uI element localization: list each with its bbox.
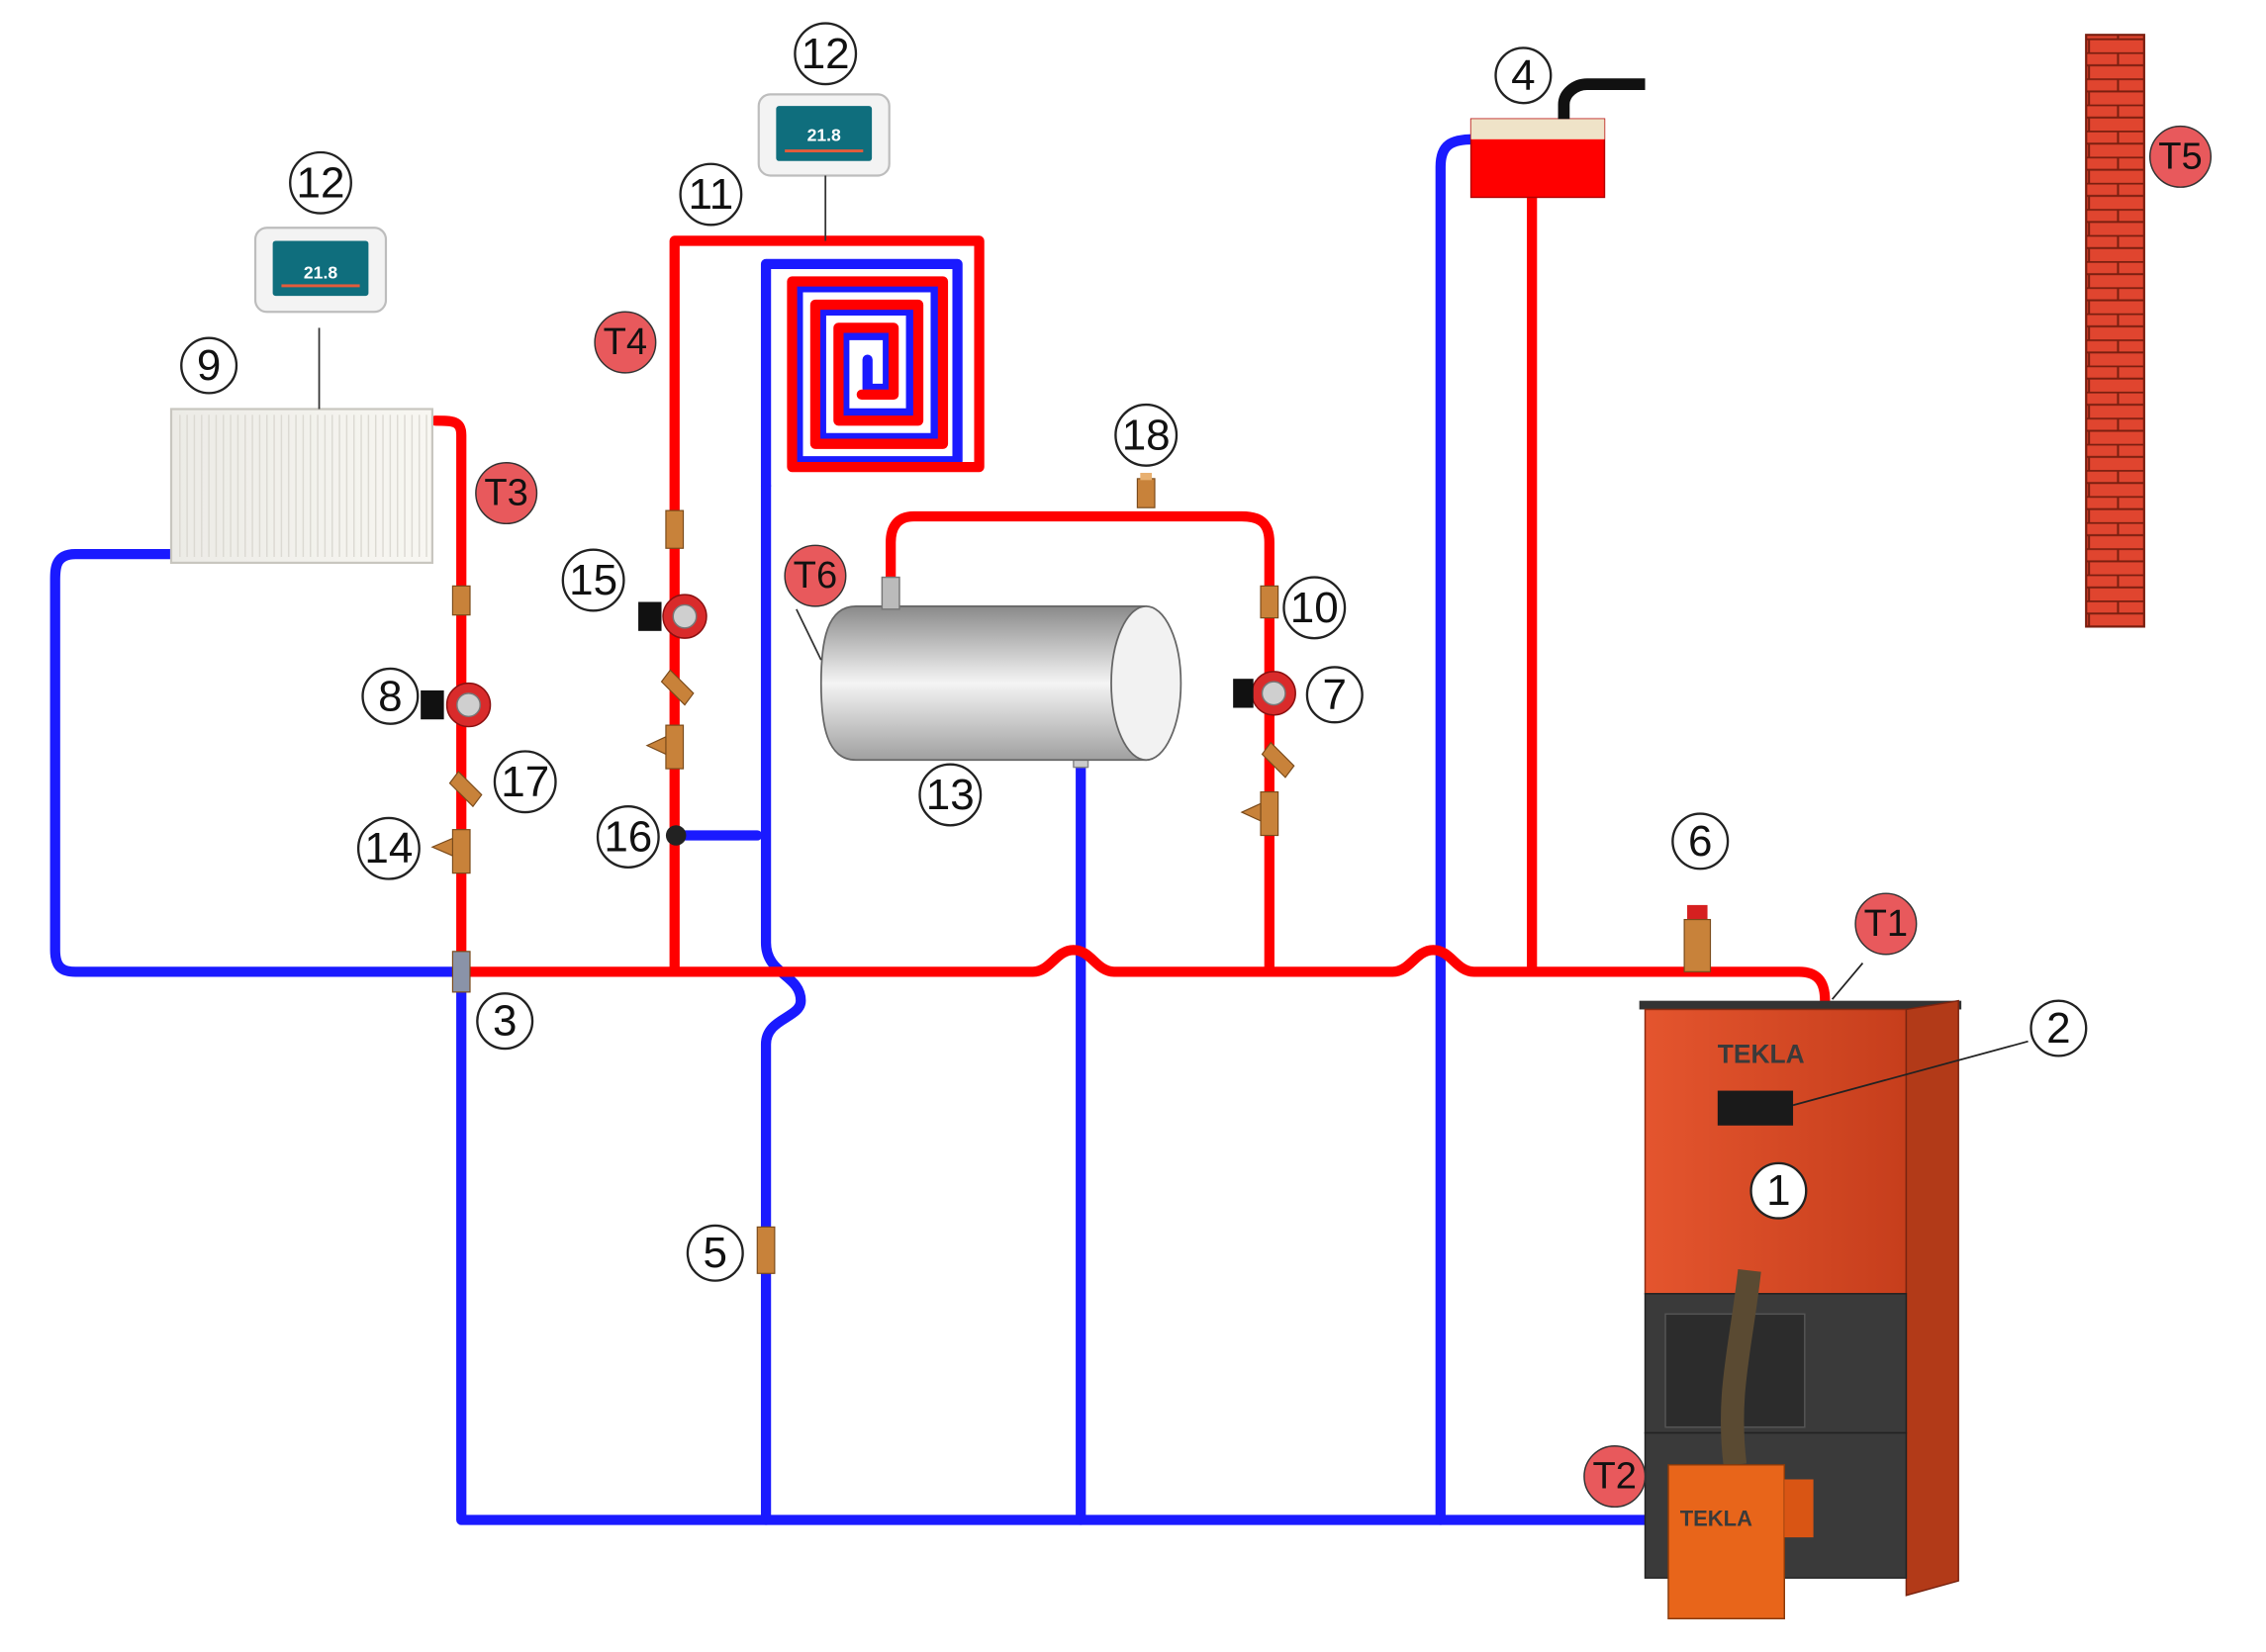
boiler-brand: TEKLA: [1718, 1040, 1805, 1069]
mixing-valve-3: [451, 951, 471, 993]
coupling-radiator-lower: [451, 829, 471, 874]
label-2: 2: [2030, 999, 2088, 1057]
thermostat-reading-a: 21.8: [304, 263, 337, 283]
svg-text:7: 7: [1323, 671, 1347, 719]
valve-icon: [645, 735, 667, 756]
hot-supply-main: [429, 192, 1831, 1006]
safety-valve-icon: [1683, 904, 1712, 972]
svg-text:2: 2: [2046, 1004, 2070, 1053]
callout-labels: 1 2 3 4 5 6 7 8 9 10 11 12 12 13 14 15 1…: [180, 22, 2213, 1509]
svg-text:T4: T4: [604, 321, 647, 363]
svg-text:5: 5: [704, 1229, 727, 1277]
valve-icon: [430, 837, 453, 857]
label-10: 10: [1282, 576, 1347, 640]
label-7: 7: [1305, 666, 1364, 724]
svg-text:15: 15: [569, 556, 617, 604]
label-12a: 12: [289, 150, 352, 215]
svg-text:4: 4: [1511, 51, 1535, 100]
sensor-t6: T6: [784, 544, 847, 607]
coupling-tank-lower: [1260, 790, 1279, 837]
sensor-t2: T2: [1583, 1445, 1647, 1509]
coupling-tank: [1260, 585, 1279, 619]
air-vent-icon: [1136, 473, 1156, 508]
svg-text:10: 10: [1290, 584, 1339, 632]
svg-text:18: 18: [1122, 411, 1171, 459]
label-9: 9: [180, 336, 238, 395]
svg-text:T2: T2: [1592, 1456, 1636, 1498]
pipe-network: [49, 134, 1831, 1525]
svg-text:T6: T6: [794, 555, 837, 597]
sensor-t3: T3: [475, 462, 538, 525]
label-4: 4: [1494, 46, 1553, 105]
svg-text:3: 3: [493, 997, 517, 1046]
room-thermostat-a: 21.8: [253, 227, 388, 314]
label-17: 17: [493, 750, 557, 814]
coupling-radiator: [451, 585, 471, 616]
filter-icon: [660, 669, 695, 706]
pump-icon: [1233, 671, 1296, 716]
filter-icon: [448, 771, 483, 808]
burner-brand: TEKLA: [1680, 1506, 1752, 1530]
pump-icon: [638, 594, 708, 639]
room-thermostat-b: 21.8: [757, 93, 891, 241]
storage-tank-icon: [796, 576, 1182, 762]
sensor-t5: T5: [2148, 125, 2213, 188]
label-11: 11: [679, 162, 743, 227]
svg-text:14: 14: [364, 824, 413, 872]
svg-text:T5: T5: [2158, 136, 2202, 177]
brick-wall-icon: [2085, 34, 2145, 628]
label-14: 14: [356, 816, 421, 880]
label-16: 16: [596, 805, 660, 869]
label-1: 1: [1749, 1161, 1808, 1220]
svg-text:9: 9: [197, 341, 221, 390]
coupling-floor-lower: [665, 724, 685, 770]
filter-icon: [1261, 741, 1295, 779]
fittings: [421, 473, 1712, 1274]
thermostat-reading-b: 21.8: [807, 125, 841, 144]
label-3: 3: [476, 992, 534, 1051]
pump-icon: [421, 682, 492, 728]
coupling-floor: [665, 509, 685, 549]
svg-text:11: 11: [689, 170, 734, 219]
boiler-icon: TEKLA TEKLA: [1639, 962, 2029, 1619]
check-valve-5: [756, 1226, 776, 1274]
svg-text:16: 16: [604, 812, 652, 861]
cold-return-main: [49, 134, 1668, 1525]
svg-text:17: 17: [501, 758, 549, 806]
radiator-icon: [169, 327, 433, 565]
valve-16-icon: [665, 825, 687, 846]
label-18: 18: [1114, 403, 1179, 467]
svg-text:12: 12: [297, 158, 345, 207]
label-5: 5: [686, 1224, 744, 1282]
svg-text:12: 12: [802, 30, 850, 78]
label-8: 8: [361, 667, 420, 725]
svg-text:T3: T3: [484, 473, 527, 514]
svg-text:T1: T1: [1864, 903, 1908, 945]
label-12b: 12: [794, 22, 858, 86]
svg-text:6: 6: [1688, 817, 1712, 866]
svg-text:8: 8: [378, 672, 402, 720]
sensor-t4: T4: [594, 311, 657, 374]
label-13: 13: [918, 763, 983, 827]
label-15: 15: [561, 548, 625, 612]
valve-icon: [1240, 802, 1262, 822]
sensor-t1: T1: [1854, 892, 1918, 956]
label-6: 6: [1671, 812, 1730, 871]
expansion-tank-icon: [1469, 78, 1646, 199]
svg-text:1: 1: [1766, 1166, 1790, 1215]
svg-text:13: 13: [926, 771, 975, 819]
